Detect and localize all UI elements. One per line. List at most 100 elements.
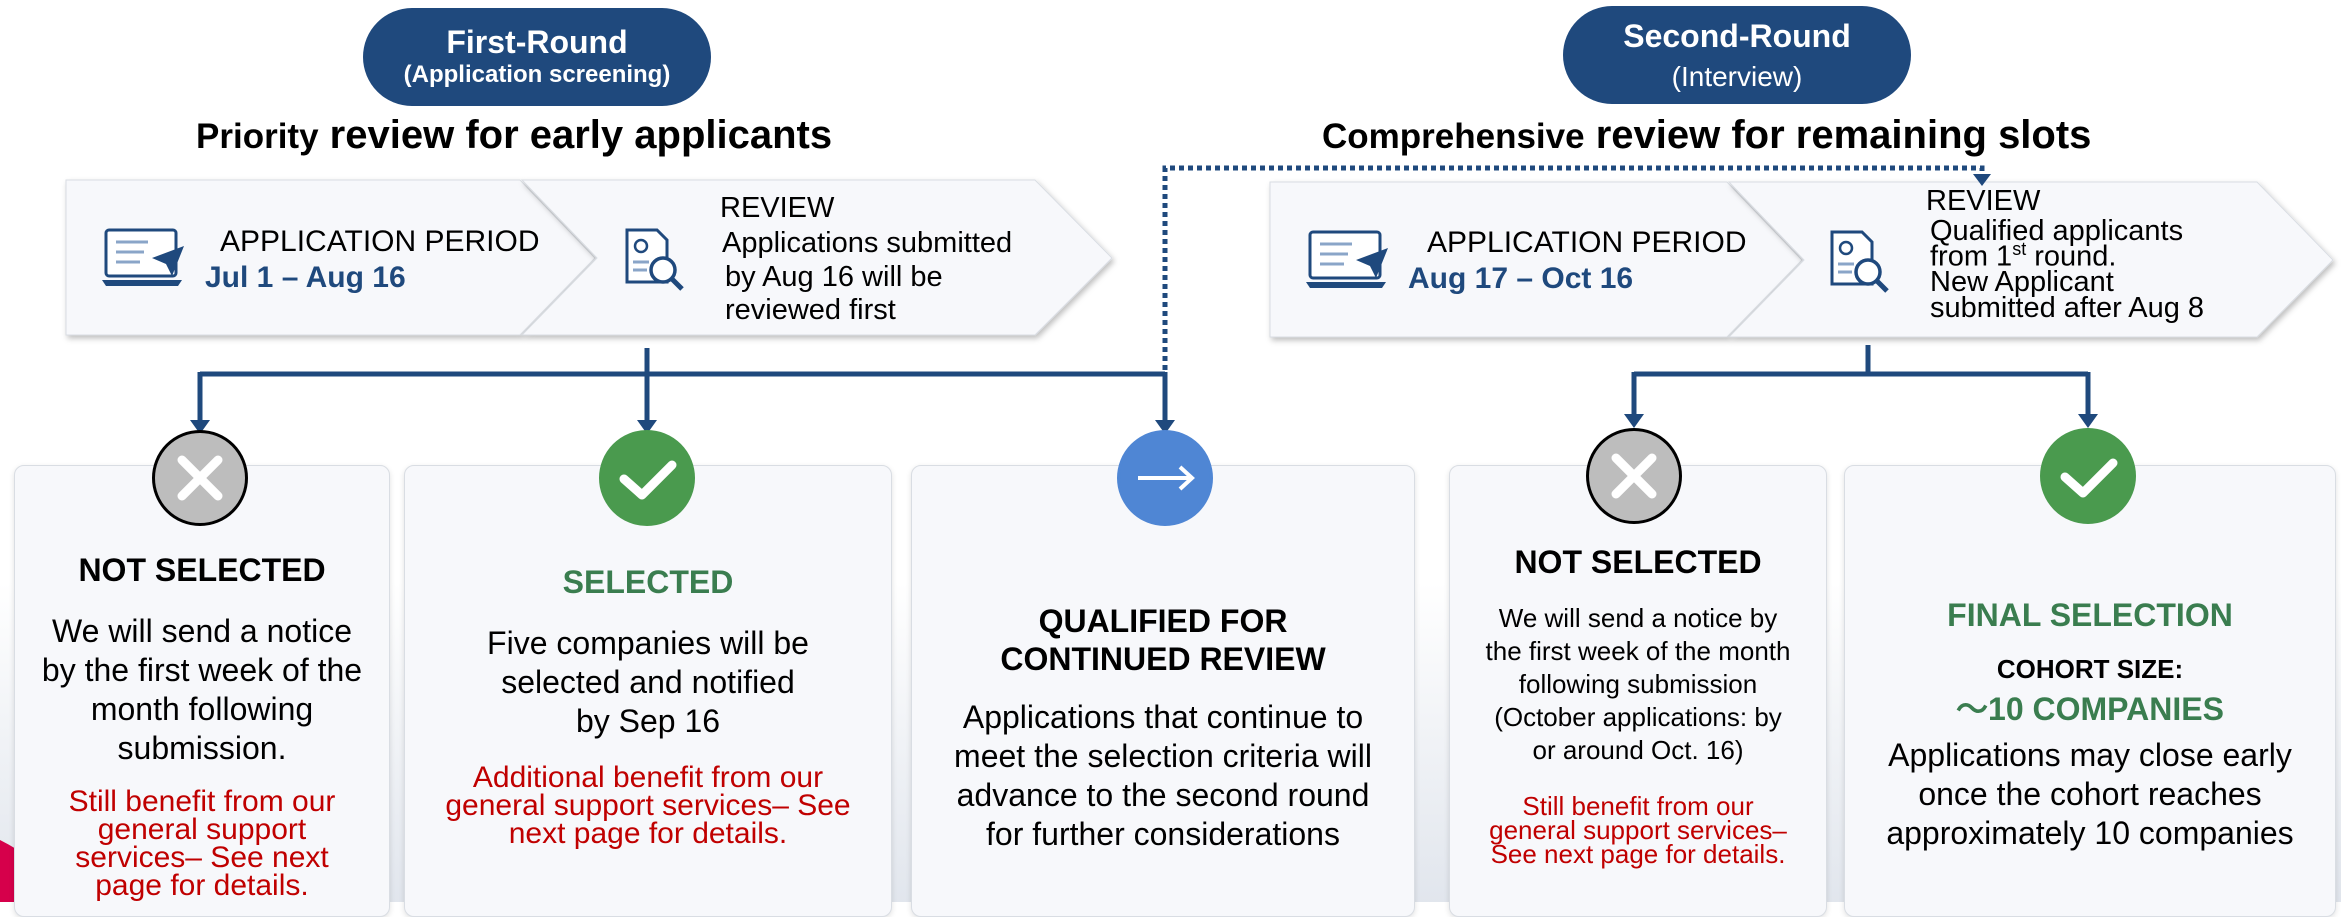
card-note-line: general support: [97, 812, 307, 846]
arrowhead: [2078, 414, 2098, 428]
card-note-line: Still benefit from our: [1522, 791, 1754, 821]
card-body-line: meet the selection criteria will: [954, 738, 1372, 775]
arrowhead: [637, 420, 657, 434]
not-selected-card-2: NOT SELECTED We will send a notice by th…: [1449, 465, 1827, 917]
card-body-line: submission.: [117, 730, 287, 767]
second-round-heading-prefix: Comprehensive: [1322, 117, 1585, 156]
card-note-line: services– See next: [75, 840, 329, 874]
x-circle-icon: [152, 430, 248, 526]
card-note-line: next page for details.: [508, 816, 788, 850]
first-round-heading-rest: review for early applicants: [329, 113, 833, 157]
period-label-1: APPLICATION PERIOD: [220, 225, 540, 258]
card-body: We will send a notice by the first week …: [15, 612, 389, 768]
first-round-pill: First-Round (Application screening): [363, 8, 711, 106]
card-title-line: CONTINUED REVIEW: [1000, 641, 1326, 678]
second-round-pill-title: Second-Round: [1623, 18, 1851, 54]
card-body-line: for further considerations: [986, 816, 1340, 853]
continued-review-dotted-arrow: [1162, 165, 1985, 424]
period-label-2: APPLICATION PERIOD: [1427, 226, 1747, 259]
card-body-line: Applications may close early: [1888, 737, 2292, 773]
review-line-1-3: reviewed first: [725, 294, 896, 326]
card-body-line: month following: [90, 691, 314, 728]
card-body-line: (October applications: by: [1494, 702, 1782, 733]
card-title: QUALIFIED FOR CONTINUED REVIEW: [912, 602, 1414, 679]
arrowhead: [1973, 174, 1991, 186]
cohort-size-label: COHORT SIZE:: [1996, 654, 2184, 684]
cohort-size-value: ～10 COMPANIES: [1956, 691, 2224, 727]
x-circle-icon: [1586, 428, 1682, 524]
card-body: Five companies will be selected and noti…: [405, 624, 891, 741]
card-note-line: page for details.: [95, 868, 309, 902]
second-round-pill-subtitle: (Interview): [1671, 61, 1803, 92]
card-body: Applications may close early once the co…: [1845, 736, 2335, 853]
review-line-2-1: Qualified applicants: [1930, 215, 2184, 247]
review-line-1-1: Applications submitted: [722, 227, 1013, 259]
card-body-line: by the first week of the: [41, 652, 363, 689]
review-chevron-2: [1727, 181, 2334, 338]
card-note-line: See next page for details.: [1490, 839, 1786, 870]
period-dates-2: Aug 17 – Oct 16: [1408, 262, 1634, 295]
second-round-heading-rest: review for remaining slots: [1595, 113, 2092, 157]
second-round-heading: Comprehensive review for remaining slots: [1322, 113, 2091, 158]
document-search-icon: [1830, 230, 1889, 293]
card-title: NOT SELECTED: [78, 552, 326, 588]
card-title: NOT SELECTED: [1514, 544, 1762, 580]
first-round-pill-title: First-Round: [446, 24, 628, 60]
check-circle-icon: [599, 430, 695, 526]
arrow-circle-icon: [1117, 430, 1213, 526]
card-body-line: by Sep 16: [575, 703, 721, 740]
card-body: We will send a notice by the first week …: [1450, 602, 1826, 767]
laptop-send-icon: [1306, 230, 1388, 288]
review-line-1-2: by Aug 16 will be: [725, 261, 943, 293]
first-round-heading-prefix: Priority: [196, 117, 319, 156]
card-body: Applications that continue to meet the s…: [912, 698, 1414, 854]
card-note: Still benefit from our general support s…: [1450, 791, 1826, 870]
first-round-connectors: [197, 348, 1168, 424]
second-round-pill: Second-Round (Interview): [1563, 6, 1911, 104]
arrowhead: [190, 420, 210, 434]
review-line-2-4: submitted after Aug 8: [1930, 292, 2205, 324]
card-body-line: We will send a notice: [52, 613, 352, 649]
card-body-line: Applications that continue to: [962, 699, 1364, 735]
check-circle-icon: [2040, 428, 2136, 524]
first-round-pill-subtitle: (Application screening): [403, 61, 671, 88]
card-note: Additional benefit from our general supp…: [405, 761, 891, 850]
second-round-connectors: [1631, 345, 2091, 418]
review-line-2-2: from 1st round.: [1930, 239, 2117, 273]
card-body-line: following submission: [1518, 669, 1758, 700]
arrowhead: [1155, 420, 1175, 434]
card-body-line: advance to the second round: [956, 777, 1370, 814]
selected-card: SELECTED Five companies will be selected…: [404, 465, 892, 917]
card-body-line: or around Oct. 16): [1532, 735, 1744, 766]
application-period-chevron-2: [1269, 181, 1803, 338]
qualified-card: QUALIFIED FOR CONTINUED REVIEW Applicati…: [911, 465, 1415, 917]
not-selected-card-1: NOT SELECTED We will send a notice by th…: [14, 465, 390, 917]
document-search-icon: [625, 228, 684, 291]
card-title-line: QUALIFIED FOR: [1038, 603, 1288, 639]
card-title: SELECTED: [562, 564, 734, 600]
card-note-line: Additional benefit from our: [472, 761, 824, 794]
review-line-2-2sup: st: [2012, 239, 2027, 259]
card-note-line: Still benefit from our: [68, 785, 336, 818]
application-period-chevron-1: [65, 179, 596, 336]
review-title-1: REVIEW: [720, 192, 835, 224]
card-title: FINAL SELECTION: [1947, 597, 2233, 633]
card-note: Still benefit from our general support s…: [15, 785, 389, 902]
card-body-line: We will send a notice by: [1498, 603, 1778, 633]
card-body-line: the first week of the month: [1485, 636, 1791, 667]
card-note-line: general support services–: [1489, 815, 1787, 846]
review-line-2-2a: from 1: [1930, 240, 2013, 273]
review-line-2-2b: round.: [2026, 240, 2117, 273]
card-body-line: approximately 10 companies: [1886, 815, 2294, 852]
arrowhead: [1624, 414, 1644, 428]
card-body-line: Five companies will be: [487, 625, 809, 661]
first-round-heading: Priority review for early applicants: [196, 113, 832, 158]
card-body-line: once the cohort reaches: [1918, 776, 2262, 813]
card-body-line: selected and notified: [501, 664, 795, 701]
period-dates-1: Jul 1 – Aug 16: [205, 261, 406, 294]
final-selection-card: FINAL SELECTION COHORT SIZE: ～10 COMPANI…: [1844, 465, 2336, 917]
review-title-2: REVIEW: [1926, 185, 2041, 217]
laptop-send-icon: [102, 228, 184, 286]
review-chevron-1: [520, 179, 1113, 336]
